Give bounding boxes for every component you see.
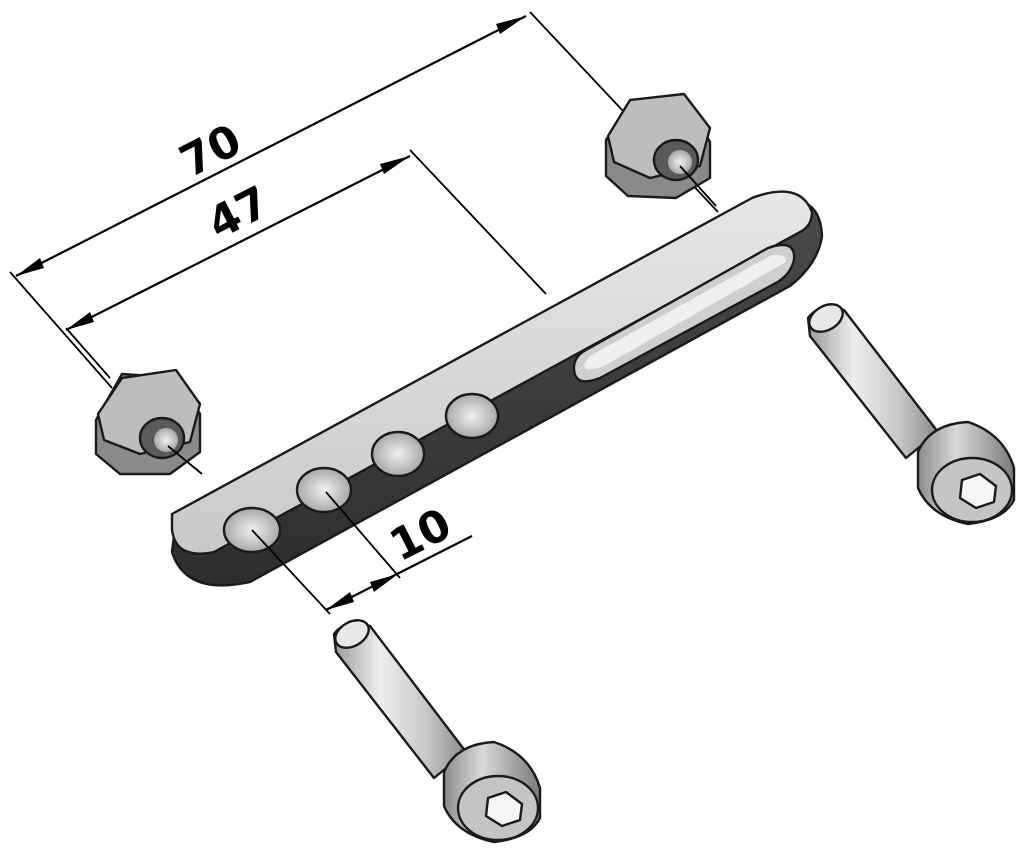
bar-hole-4 <box>444 392 500 440</box>
bolt-bottom-shank-end <box>334 619 370 649</box>
dim-47-extension-right <box>409 149 547 295</box>
slotted-link-bar <box>170 190 824 587</box>
dim-70-extension-left <box>9 271 113 389</box>
socket-head-bolt-bottom <box>332 619 542 844</box>
nut-left-hole-inner <box>154 428 178 452</box>
bar-hole-2 <box>295 466 353 514</box>
hex-socket-icon <box>484 790 524 828</box>
dim-10-arrow-left <box>326 592 354 610</box>
dim-70-line <box>15 15 527 277</box>
dim-10-extension-left <box>251 529 331 615</box>
socket-head-bolt-right <box>806 303 1016 526</box>
bar-hole-3 <box>370 430 426 478</box>
dim-47-arrow-left <box>66 312 94 330</box>
dim-47-line <box>65 155 411 331</box>
bar-slot-shadow <box>584 254 786 370</box>
hex-nut-left <box>94 368 202 476</box>
axis-nut-right <box>679 165 717 207</box>
nut-right-hole-inner <box>668 150 692 174</box>
dim-70-arrow-right <box>496 16 526 34</box>
bar-top-face <box>170 190 814 555</box>
dim-70-label: 70 <box>172 115 250 188</box>
hex-socket-icon <box>958 472 998 510</box>
dim-10-extension-right <box>325 491 401 579</box>
dim-47-label: 47 <box>200 177 278 250</box>
dim-10-arrow-right <box>370 574 398 592</box>
axis-nut-left <box>167 445 203 475</box>
dim-10-label: 10 <box>382 499 460 572</box>
dim-47-extension-left <box>65 327 111 379</box>
dim-70-arrow-left <box>16 258 44 276</box>
hex-nut-right <box>604 92 712 200</box>
dimension-47: 47 <box>65 149 547 379</box>
dim-47-arrow-right <box>380 156 410 174</box>
bolt-right-shank-end <box>808 303 844 333</box>
